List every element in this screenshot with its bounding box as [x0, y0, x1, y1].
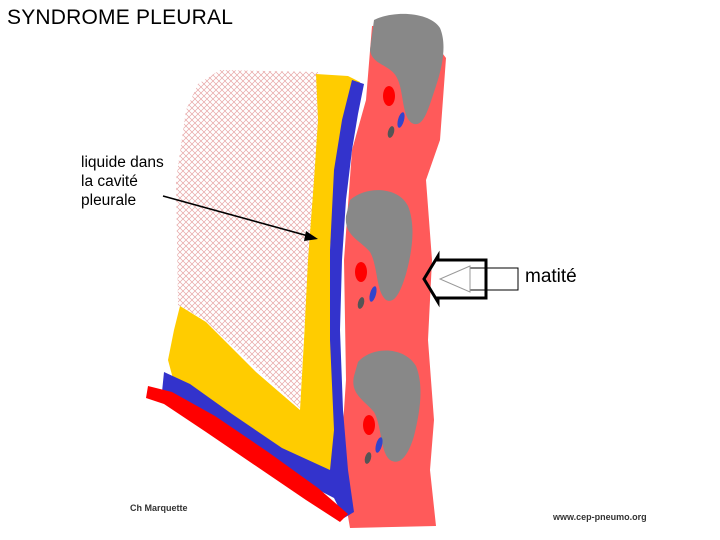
- vein: [397, 112, 405, 128]
- neurovascular-bundle-1: [383, 86, 405, 138]
- matite-label: matité: [525, 266, 577, 287]
- annotation-line: liquide dans: [81, 154, 164, 171]
- annotation-pointer: [162, 195, 318, 241]
- rib-1: [370, 13, 444, 125]
- neurovascular-bundle-3: [363, 415, 383, 464]
- pleura: [162, 80, 364, 518]
- author-credit: Ch Marquette: [130, 503, 188, 513]
- vein: [369, 286, 377, 302]
- artery: [363, 415, 375, 435]
- neurovascular-bundle-2: [355, 262, 377, 309]
- artery: [383, 86, 395, 106]
- nerve: [387, 126, 395, 138]
- vein: [375, 437, 383, 453]
- annotation-line: pleurale: [81, 192, 137, 209]
- fluid-annotation: liquide dans la cavité pleurale: [81, 153, 164, 210]
- rib-3: [353, 350, 421, 462]
- percussion-arrow-icon: [422, 250, 519, 308]
- annotation-line: la cavité: [81, 173, 138, 190]
- artery: [355, 262, 367, 282]
- diaphragm: [146, 386, 348, 522]
- pleural-fluid: [168, 74, 360, 498]
- nerve: [364, 452, 372, 464]
- nerve: [357, 297, 365, 309]
- lung-parenchyma: [176, 70, 318, 408]
- rib-2: [345, 190, 413, 301]
- source-url: www.cep-pneumo.org: [553, 512, 647, 522]
- diagram-title: SYNDROME PLEURAL: [7, 6, 234, 29]
